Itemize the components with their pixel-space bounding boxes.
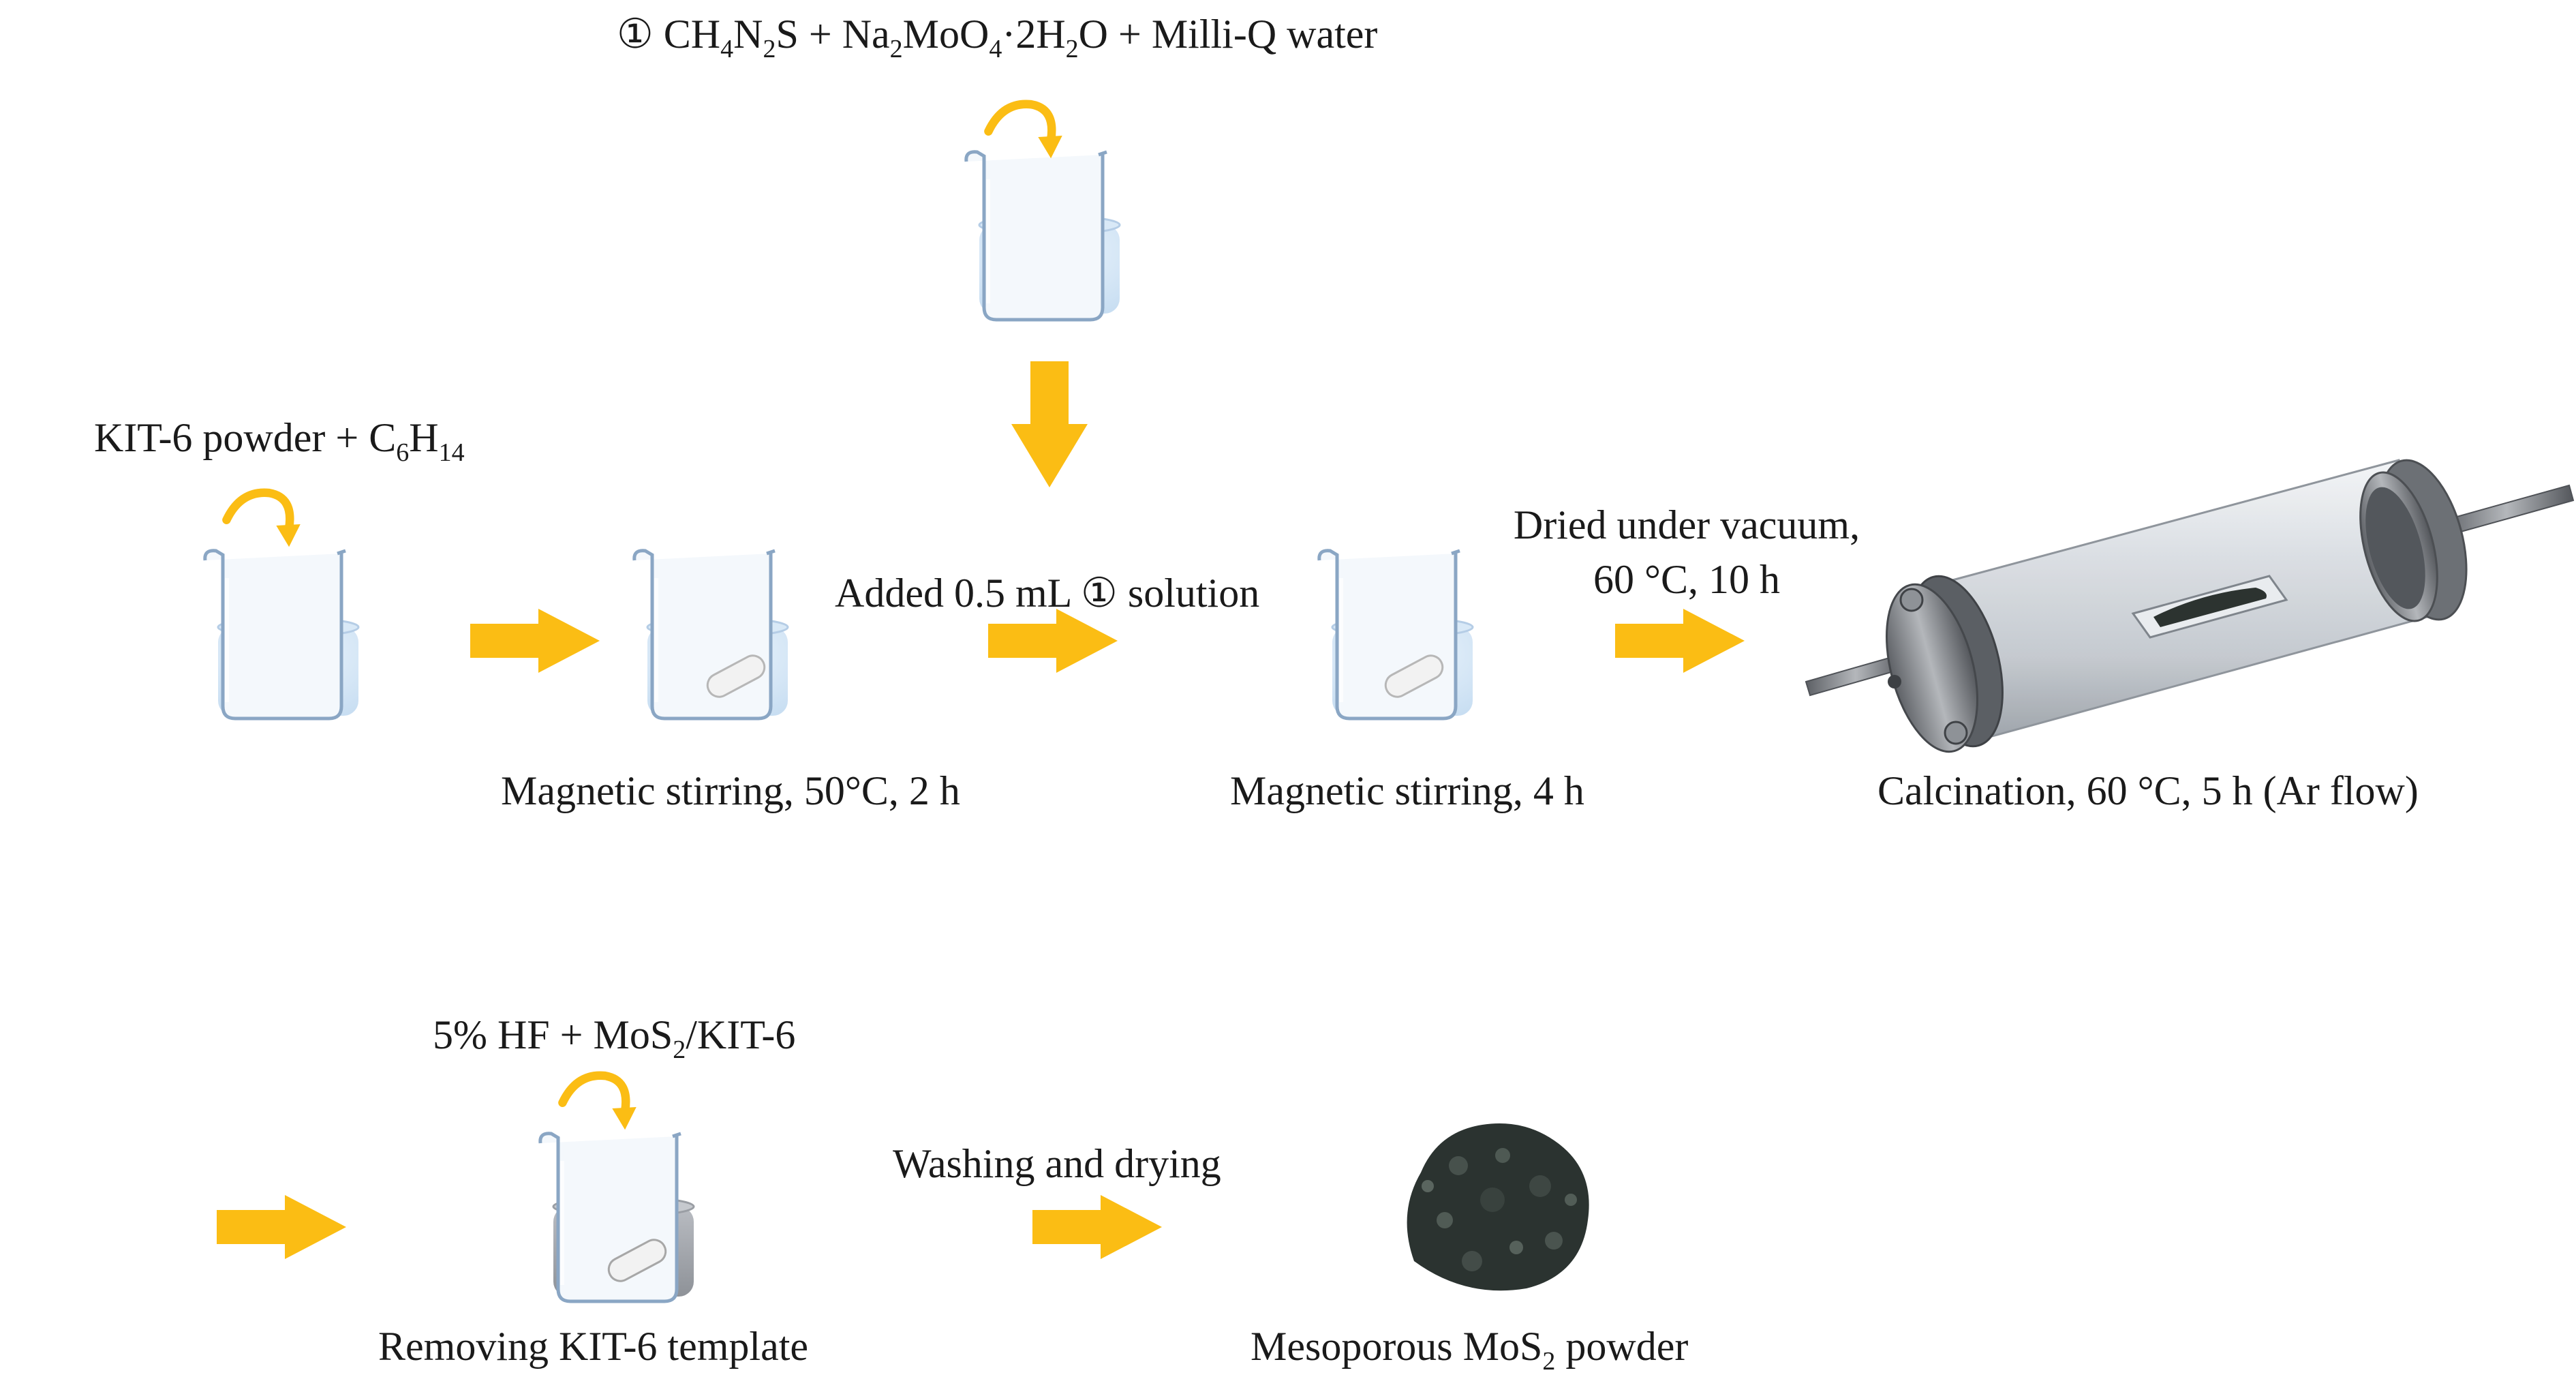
mos2-powder-icon [1407, 1123, 1589, 1291]
kit6-beaker [205, 551, 360, 718]
right-arrow-icon [470, 609, 600, 673]
calcination-label: Calcination, 60 °C, 5 h (Ar flow) [1877, 768, 2419, 813]
mesoporous-label: Mesoporous MoS2 powder [1251, 1324, 1689, 1376]
down-arrow-icon [1011, 361, 1088, 487]
stir2-beaker [1319, 551, 1474, 718]
stir1-label: Magnetic stirring, 50°C, 2 h [501, 768, 960, 813]
kit6-label: KIT-6 powder + C6H14 [94, 415, 465, 467]
right-arrow-icon [988, 609, 1118, 673]
bolt-icon [1899, 588, 1924, 612]
removing-label: Removing KIT-6 template [378, 1324, 808, 1369]
tube-furnace [1805, 459, 2575, 753]
stir-bar [1384, 654, 1444, 698]
right-arrow-icon [1615, 609, 1745, 673]
stir-bar [607, 1239, 667, 1282]
precursor-beaker [966, 152, 1121, 320]
hf-label: 5% HF + MoS2/KIT-6 [433, 1012, 796, 1064]
pour-curl-icon [988, 104, 1062, 159]
stir1-beaker [634, 551, 789, 718]
pour-curl-icon [226, 493, 300, 547]
stir-bar [706, 654, 766, 698]
dried-label: Dried under vacuum, 60 °C, 10 h [1513, 502, 1860, 602]
pour-curl-icon [562, 1076, 636, 1130]
hf-beaker [540, 1134, 695, 1301]
stir2-label: Magnetic stirring, 4 h [1230, 768, 1584, 813]
added-solution-label: Added 0.5 mL ① solution [835, 571, 1260, 616]
bolt-icon [1944, 721, 1968, 745]
precursor-label: ① CH4N2S + Na2MoO4·2H2O + Milli-Q water [617, 12, 1378, 63]
washing-label: Washing and drying [893, 1141, 1221, 1186]
right-arrow-icon [217, 1195, 346, 1259]
right-arrow-icon [1032, 1195, 1162, 1259]
